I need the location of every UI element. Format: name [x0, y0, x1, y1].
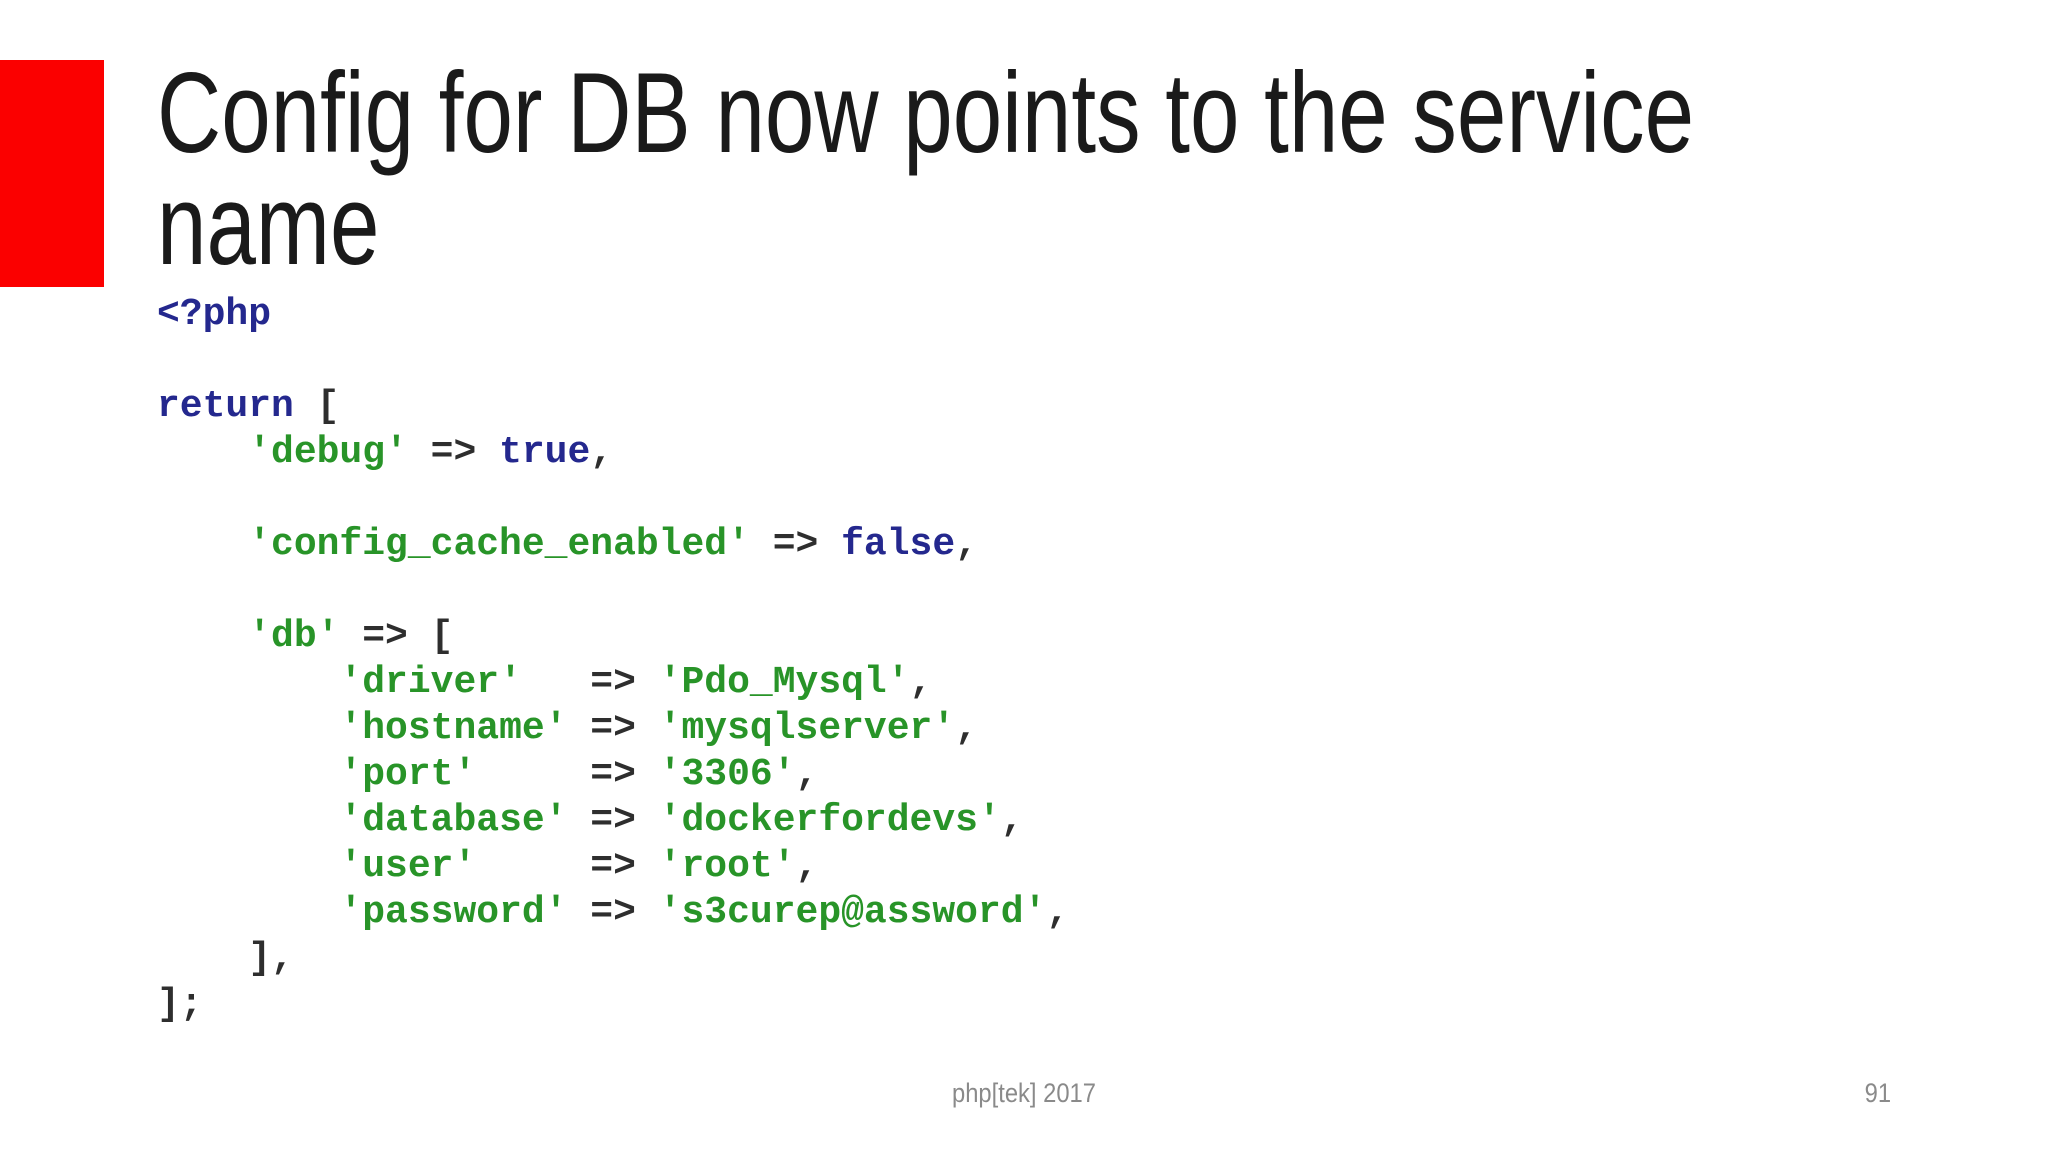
code-token-string: 'port'	[339, 753, 477, 796]
code-token-string: 'dockerfordevs'	[658, 799, 1001, 842]
code-token-string: 'password'	[339, 891, 568, 934]
code-token-keyword: true	[499, 431, 591, 474]
code-line: 'user' => 'root',	[157, 844, 1069, 890]
code-token-plain	[157, 891, 339, 934]
page-title: Config for DB now points to the service …	[157, 50, 1695, 289]
code-token-string: 'root'	[658, 845, 796, 888]
code-token-string: 'db'	[248, 615, 340, 658]
code-token-plain	[157, 707, 339, 750]
code-token-string: 'mysqlserver'	[658, 707, 956, 750]
code-token-string: 'config_cache_enabled'	[248, 523, 750, 566]
code-token-plain: =>	[567, 891, 659, 934]
red-accent-bar	[0, 60, 104, 287]
code-line	[157, 476, 1069, 522]
code-token-plain	[157, 799, 339, 842]
code-line	[157, 568, 1069, 614]
code-token-plain: =>	[567, 707, 659, 750]
code-token-plain: [	[293, 385, 340, 428]
code-token-plain: ,	[955, 707, 978, 750]
code-token-string: '3306'	[658, 753, 796, 796]
code-line: 'password' => 's3curep@assword',	[157, 890, 1069, 936]
code-token-string: 'driver'	[339, 661, 522, 704]
code-token-plain: ,	[909, 661, 933, 704]
code-token-plain	[157, 845, 339, 888]
code-line: 'config_cache_enabled' => false,	[157, 522, 1069, 568]
code-token-keyword: return	[157, 385, 294, 428]
code-token-string: 'Pdo_Mysql'	[658, 661, 910, 704]
code-token-plain	[157, 523, 248, 566]
code-line	[157, 338, 1069, 384]
code-token-plain: =>	[521, 661, 659, 704]
code-token-plain: ,	[795, 753, 819, 796]
code-line: <?php	[157, 292, 1069, 338]
code-token-plain	[157, 753, 339, 796]
code-token-string: 'hostname'	[339, 707, 568, 750]
code-token-plain: =>	[476, 753, 659, 796]
title-wrap: Config for DB now points to the service …	[157, 50, 2048, 289]
code-block: <?php return [ 'debug' => true, 'config_…	[157, 292, 1069, 1028]
code-token-keyword: false	[841, 523, 956, 566]
code-line: 'hostname' => 'mysqlserver',	[157, 706, 1069, 752]
code-token-plain: ];	[157, 983, 203, 1026]
code-token-plain: ,	[1000, 799, 1024, 842]
code-token-plain: =>	[476, 845, 659, 888]
code-token-string: 'user'	[339, 845, 477, 888]
code-token-plain	[157, 661, 339, 704]
code-token-plain: ,	[1046, 891, 1070, 934]
code-token-plain	[157, 615, 248, 658]
code-line: return [	[157, 384, 1069, 430]
code-token-string: 's3curep@assword'	[658, 891, 1047, 934]
code-token-string: 'debug'	[248, 431, 408, 474]
code-token-plain: ,	[590, 431, 614, 474]
footer-page-number: 91	[1864, 1078, 1891, 1108]
code-token-plain: ,	[955, 523, 978, 566]
code-line: 'port' => '3306',	[157, 752, 1069, 798]
code-token-keyword: <?php	[157, 293, 272, 336]
code-token-plain: ,	[795, 845, 819, 888]
code-line: 'database' => 'dockerfordevs',	[157, 798, 1069, 844]
code-line: 'db' => [	[157, 614, 1069, 660]
code-token-plain: =>	[407, 431, 500, 474]
code-token-string: 'database'	[339, 799, 568, 842]
footer-conference-label: php[tek] 2017	[951, 1078, 1096, 1108]
code-line: ];	[157, 982, 1069, 1028]
code-token-plain: ],	[157, 937, 294, 980]
code-line: ],	[157, 936, 1069, 982]
code-token-plain: =>	[567, 799, 659, 842]
code-token-plain: => [	[339, 615, 454, 658]
code-token-plain: =>	[749, 523, 842, 566]
code-line: 'debug' => true,	[157, 430, 1069, 476]
code-line: 'driver' => 'Pdo_Mysql',	[157, 660, 1069, 706]
code-token-plain	[157, 431, 248, 474]
